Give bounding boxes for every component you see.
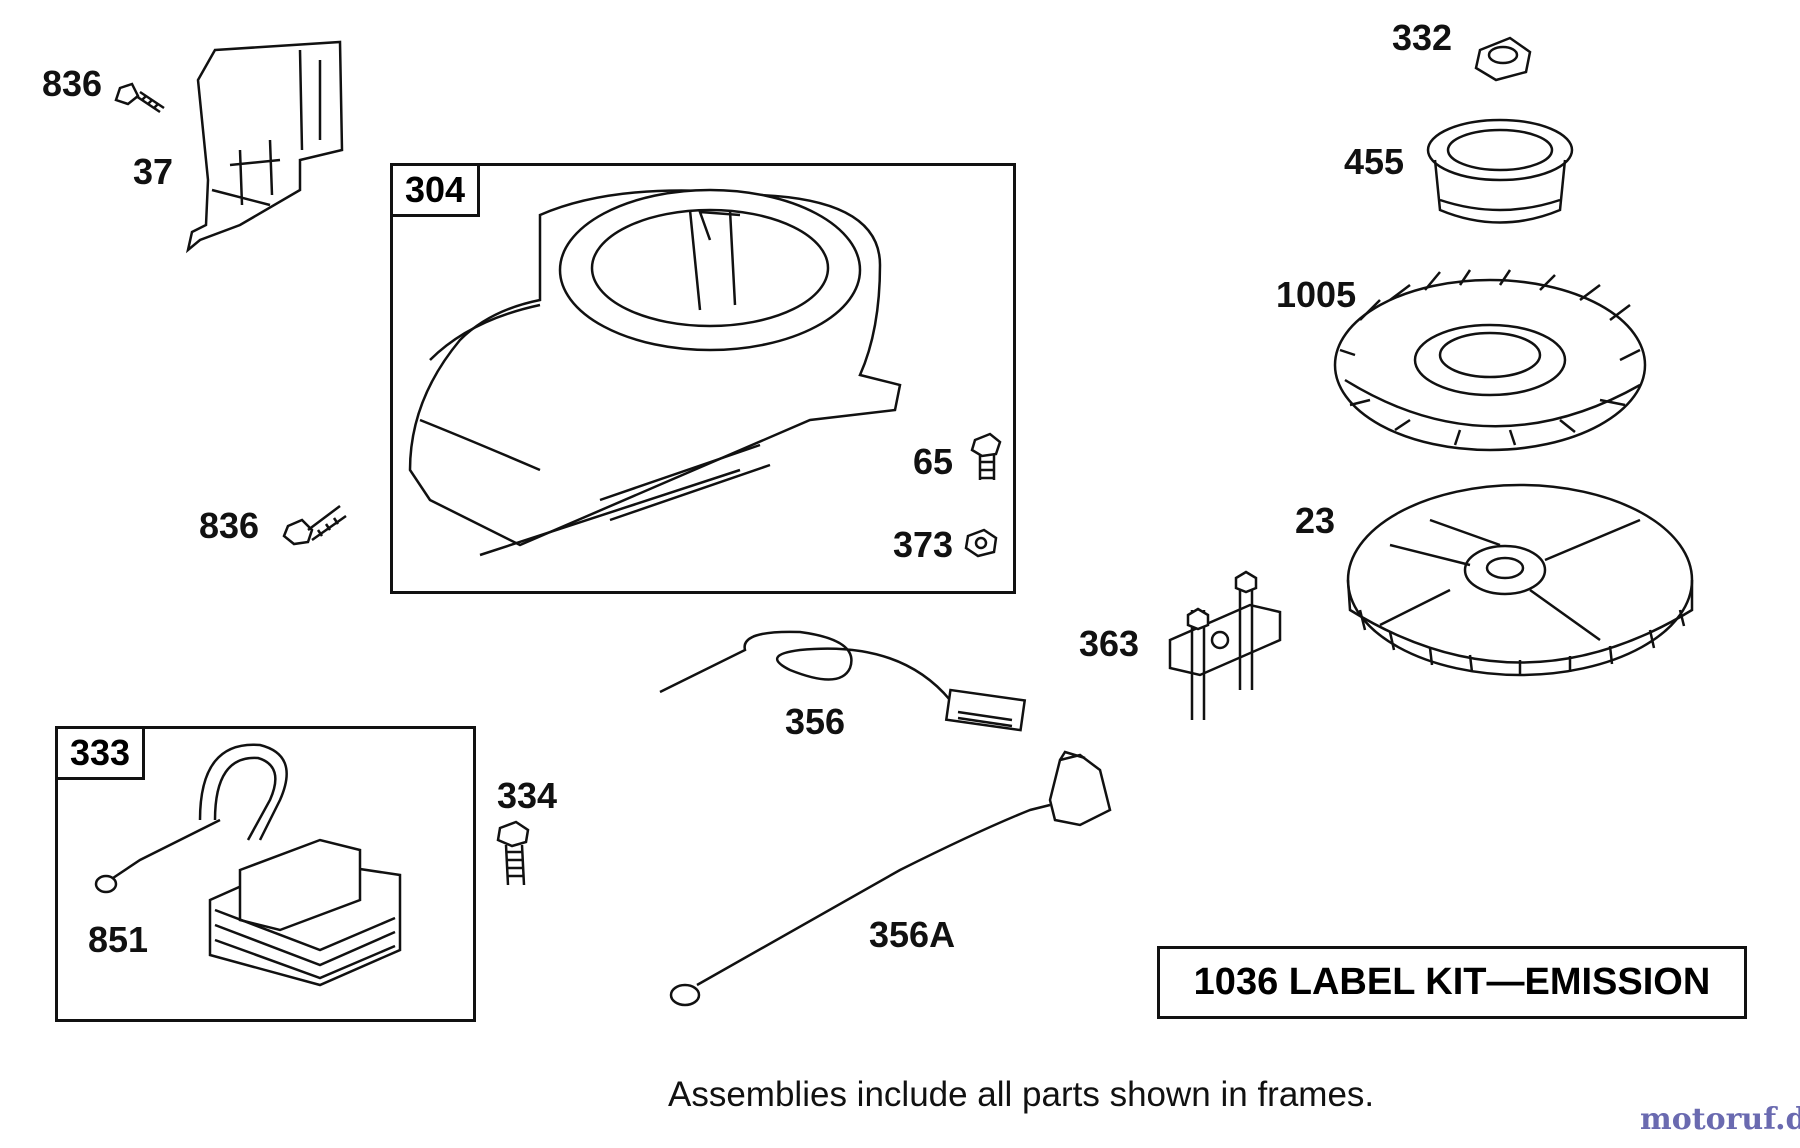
wire-356 — [659, 630, 1027, 732]
part-label-373: 373 — [893, 524, 954, 565]
part-label-455: 455 — [1344, 141, 1405, 182]
ground-wire-356a — [669, 750, 1112, 1007]
frame-label-304: 304 — [390, 163, 481, 217]
part-label-23: 23 — [1295, 500, 1336, 541]
footnote: Assemblies include all parts shown in fr… — [668, 1075, 1375, 1114]
part-label-356: 356 — [785, 701, 846, 742]
part-label-37: 37 — [133, 151, 174, 192]
flywheel-23 — [1346, 483, 1694, 677]
fan-1005 — [1333, 269, 1647, 452]
bolt-334 — [496, 820, 530, 886]
kit-label-box: 1036 LABEL KIT—EMISSION — [1157, 946, 1747, 1019]
part-label-836-top: 836 — [42, 63, 103, 104]
nut-373 — [964, 528, 998, 558]
part-label-334: 334 — [497, 775, 558, 816]
frame-333: 333 — [55, 726, 476, 1022]
screw-836-top — [114, 82, 165, 114]
part-label-356a: 356A — [869, 914, 956, 955]
starter-cup-455 — [1426, 118, 1574, 224]
part-label-1005: 1005 — [1276, 274, 1357, 315]
part-label-332: 332 — [1392, 17, 1453, 58]
screw-836-mid — [282, 505, 347, 546]
frame-304: 304 — [390, 163, 1016, 594]
bolt-65 — [970, 432, 1002, 480]
part-label-65: 65 — [913, 441, 954, 482]
nut-332 — [1474, 36, 1532, 82]
ignition-armature-333 — [94, 743, 402, 987]
bracket-363 — [1168, 570, 1282, 720]
blower-housing-304 — [408, 188, 902, 557]
part-label-363: 363 — [1079, 623, 1140, 664]
part-label-851: 851 — [88, 919, 149, 960]
frame-label-333: 333 — [55, 726, 146, 780]
bracket-37 — [185, 40, 344, 254]
part-label-836-mid: 836 — [199, 505, 260, 546]
watermark-logo: motoruf.de — [1640, 1102, 1800, 1137]
